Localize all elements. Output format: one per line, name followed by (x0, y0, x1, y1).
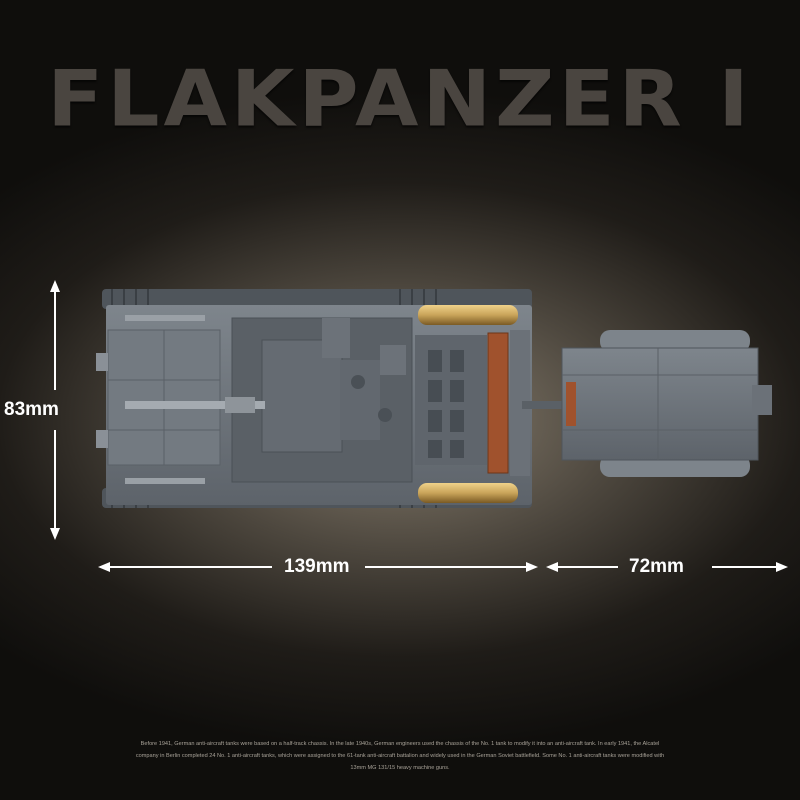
description-text: Before 1941, German anti-aircraft tanks … (135, 741, 665, 771)
height-dimension-label: 83mm (4, 399, 59, 420)
rear-copper-plate (487, 332, 509, 474)
height-dimension-arrow (50, 280, 60, 540)
product-title: FLAKPANZER I (47, 54, 753, 145)
gun-barrel (125, 401, 265, 409)
vehicle-length-label: 139mm (284, 556, 350, 577)
exhaust-bottom (418, 483, 518, 503)
trailer (561, 330, 772, 477)
exhaust-top (418, 305, 518, 325)
gun-mount (261, 339, 343, 453)
vehicle-length-arrow (98, 562, 538, 572)
trailer-wheel-top (600, 330, 750, 352)
tow-bar (522, 401, 567, 409)
trailer-length-label: 72mm (629, 556, 684, 577)
tank-hull (96, 289, 532, 508)
trailer-length-arrow (546, 562, 788, 572)
trailer-body (561, 347, 759, 461)
